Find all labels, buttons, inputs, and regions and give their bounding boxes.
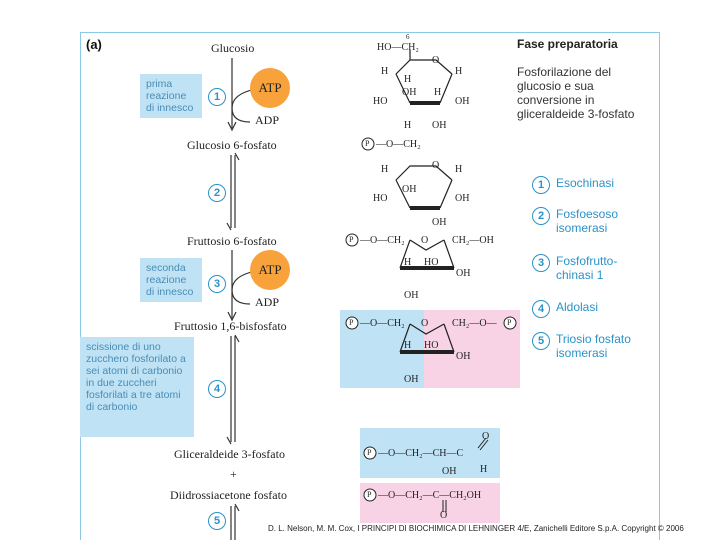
compound-plus: +	[230, 467, 237, 481]
glc-h-c3b: H	[404, 120, 412, 131]
glc-h-c5: H	[381, 66, 389, 77]
g3p-phosphate: P	[367, 448, 372, 457]
diagram-frame	[80, 32, 660, 540]
f6p-h: H	[404, 257, 412, 268]
copyright-credit: D. L. Nelson, M. M. Cox, I PRINCIPI DI B…	[268, 524, 684, 533]
f6p-ch2oh: CH₂—OH	[452, 235, 494, 246]
fbp-phosphate-2: P	[507, 318, 512, 327]
ring-oxygen-3: O	[421, 235, 429, 246]
note-first-priming: prima reazione di innesco	[140, 74, 202, 118]
f6p-ch2: —O—CH₂	[360, 235, 405, 246]
glc-h-c4: H	[404, 74, 412, 85]
adp-label-2: ADP	[255, 295, 280, 309]
legend-num-3: 3	[532, 254, 550, 272]
note-second-priming: seconda reazione di innesco	[140, 258, 202, 302]
legend-name-1: Esochinasi	[556, 176, 615, 190]
glc-oh-c1: OH	[455, 96, 470, 107]
adp-label-1: ADP	[255, 113, 280, 127]
g3p-h: H	[480, 464, 488, 475]
ring-oxygen-1: O	[432, 55, 440, 66]
compound-gliceraldeide-3-fosfato: Gliceraldeide 3-fosfato	[174, 447, 285, 461]
f6p-oh-bottom: OH	[404, 290, 419, 301]
legend-name-2: Fosfoesoso isomerasi	[556, 207, 619, 235]
step-5-badge: 5	[208, 512, 226, 530]
g6p-oh3: OH	[432, 217, 447, 228]
f6p-phosphate: P	[349, 235, 354, 244]
compound-fruttosio-6-fosfato: Fruttosio 6-fosfato	[187, 234, 277, 248]
g3p-blue-region	[360, 428, 500, 478]
legend-num-5: 5	[532, 332, 550, 350]
legend-name-4: Aldolasi	[556, 300, 599, 314]
fbp-phosphate-1: P	[349, 318, 354, 327]
g3p-chain: —O—CH₂—CH—C	[378, 448, 464, 459]
note-cleavage: scissione di uno zucchero fosforilato a …	[80, 337, 194, 437]
legend-name-3: Fosfofrutto-chinasi 1	[556, 254, 618, 282]
compound-glucosio-6-fosfato: Glucosio 6-fosfato	[187, 138, 277, 152]
dhap-chain: —O—CH₂—C—CH₂OH	[378, 490, 482, 501]
f6p-ho: HO	[424, 257, 439, 268]
compound-glucosio: Glucosio	[211, 41, 255, 55]
panel-label: (a)	[86, 37, 102, 52]
legend-num-1: 1	[532, 176, 550, 194]
g6p-h1: H	[381, 164, 389, 175]
step-2-badge: 2	[208, 184, 226, 202]
compound-fruttosio-bisfosfato: Fruttosio 1,6-bisfosfato	[174, 319, 287, 333]
atom-num-6: 6	[406, 33, 410, 41]
compound-diidrossiacetone-fosfato: Diidrossiacetone fosfato	[170, 488, 287, 502]
g6p-phosphate: P	[365, 139, 370, 148]
section-title: Fase preparatoria	[517, 37, 618, 51]
g3p-oh: OH	[442, 466, 457, 477]
g3p-carbonyl-o: O	[482, 431, 490, 442]
glc-ho-c4: HO	[373, 96, 388, 107]
step-4-badge: 4	[208, 380, 226, 398]
glc-oh-c4: OH	[402, 87, 417, 98]
ring-oxygen-2: O	[432, 160, 440, 171]
g6p-h2: H	[455, 164, 463, 175]
fbp-ho: HO	[424, 340, 439, 351]
legend-name-5: Triosio fosfato isomerasi	[556, 332, 631, 360]
fbp-ch2-left: —O—CH₂	[360, 318, 405, 329]
step-1-badge: 1	[208, 88, 226, 106]
fbp-oh: OH	[456, 351, 471, 362]
glc-oh-c2: OH	[432, 120, 447, 131]
glucose-c6-group: HO—CH₂	[377, 42, 419, 53]
fbp-h: H	[404, 340, 412, 351]
dhap-carbonyl-o: O	[440, 510, 448, 521]
ring-oxygen-4: O	[421, 318, 429, 329]
atp-badge-2: ATP	[250, 250, 290, 290]
section-description: Fosforilazione del glucosio e sua conver…	[517, 65, 635, 121]
glc-h-c3: H	[434, 87, 442, 98]
step-3-badge: 3	[208, 275, 226, 293]
fbp-ch2-right: CH₂—O—	[452, 318, 497, 329]
g6p-oh1: OH	[402, 184, 417, 195]
dhap-phosphate: P	[367, 490, 372, 499]
dhap-pink-region	[360, 483, 500, 523]
f6p-oh: OH	[456, 268, 471, 279]
g6p-oh2: OH	[455, 193, 470, 204]
atp-badge-1: ATP	[250, 68, 290, 108]
legend-num-2: 2	[532, 207, 550, 225]
glc-h-c1: H	[455, 66, 463, 77]
legend-num-4: 4	[532, 300, 550, 318]
g6p-ho: HO	[373, 193, 388, 204]
g6p-c6-group: —O—CH₂	[376, 139, 421, 150]
fbp-oh-bottom: OH	[404, 374, 419, 385]
